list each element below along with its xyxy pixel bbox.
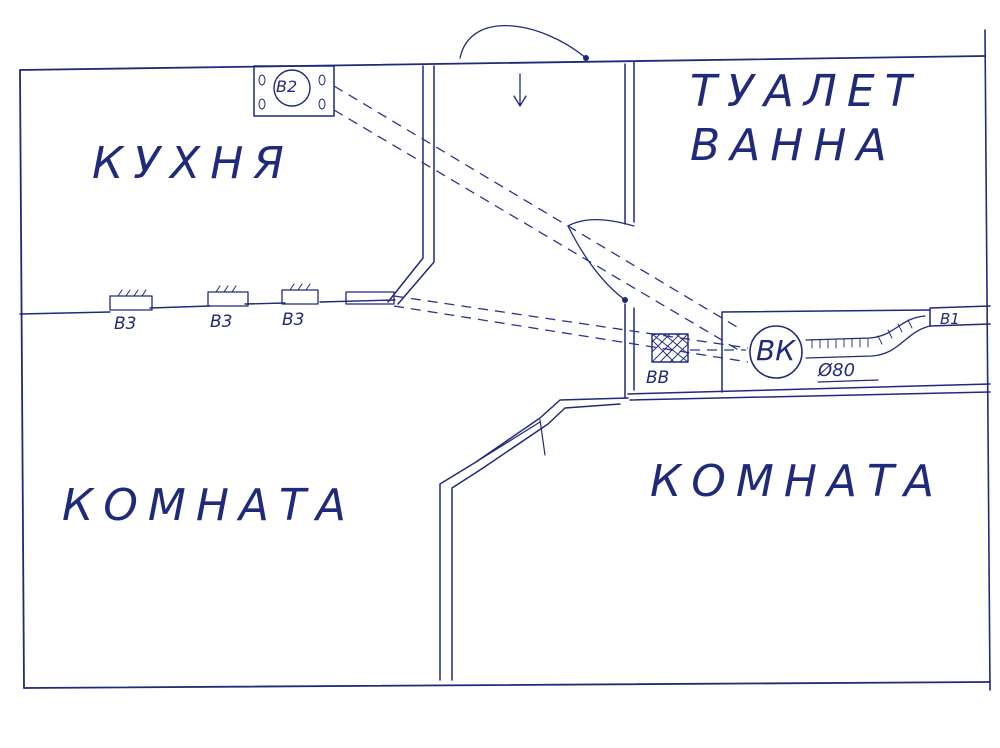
bk-fan-circle [749, 325, 803, 379]
radiator-hatching [117, 283, 311, 297]
room-label-bath: ВАННА [690, 120, 897, 171]
burner-2 [258, 98, 266, 110]
bath-door-swing [567, 219, 635, 301]
right-room-wall-inner [451, 403, 621, 681]
door-frame-marks [475, 419, 546, 463]
label-b3-2: В3 [210, 312, 233, 332]
room-label-toilet: ТУАЛЕТ [690, 66, 922, 117]
bath-bottom-wall [627, 383, 991, 401]
room-label-room-right: КОМНАТА [650, 456, 944, 507]
entry-arrow [513, 73, 527, 107]
b2-unit-box [253, 65, 335, 117]
burner-4 [318, 98, 326, 110]
duct-outlet-b1 [929, 305, 991, 327]
room-label-kitchen: КУХНЯ [92, 138, 294, 189]
label-bk: ВК [756, 334, 796, 367]
bath-door-hinge [622, 297, 628, 303]
label-diameter: Ø80 [818, 360, 856, 381]
kitchen-wall-outer [397, 65, 435, 305]
right-room-wall-outer [439, 397, 629, 681]
radiator-2 [207, 291, 249, 307]
duct-b2-upper [333, 85, 743, 331]
vent-grille [345, 291, 395, 305]
duct-b3-lower [393, 305, 749, 363]
flex-duct-d80 [805, 315, 931, 359]
outer-wall-right [984, 29, 991, 691]
outer-wall-left [19, 69, 25, 689]
entrance-door-swing [459, 25, 587, 59]
burner-1 [258, 74, 266, 86]
burner-3 [318, 74, 326, 86]
duct-b3-upper [393, 295, 749, 349]
radiator-1 [109, 295, 153, 311]
d80-underline [817, 379, 879, 383]
label-b1: В1 [940, 310, 960, 328]
outer-wall-top [19, 55, 986, 71]
label-bb: ВВ [646, 368, 670, 388]
room-label-room-left: КОМНАТА [62, 480, 356, 531]
door-hinge [583, 55, 589, 61]
toilet-wall-left [624, 61, 635, 225]
label-b2: В2 [276, 77, 298, 96]
b2-circle [273, 69, 311, 107]
outer-wall-bottom [23, 681, 991, 689]
label-b3-1: В3 [114, 314, 137, 334]
label-b3-3: В3 [282, 310, 305, 330]
kitchen-room-wall [19, 299, 396, 315]
bath-wall-left [624, 303, 635, 399]
flex-duct-ribs [811, 319, 913, 349]
bath-box-top [721, 309, 931, 393]
bb-hatching [651, 333, 689, 363]
duct-b2-lower [333, 109, 743, 353]
kitchen-wall-inner [387, 65, 424, 303]
radiator-3 [281, 289, 319, 305]
